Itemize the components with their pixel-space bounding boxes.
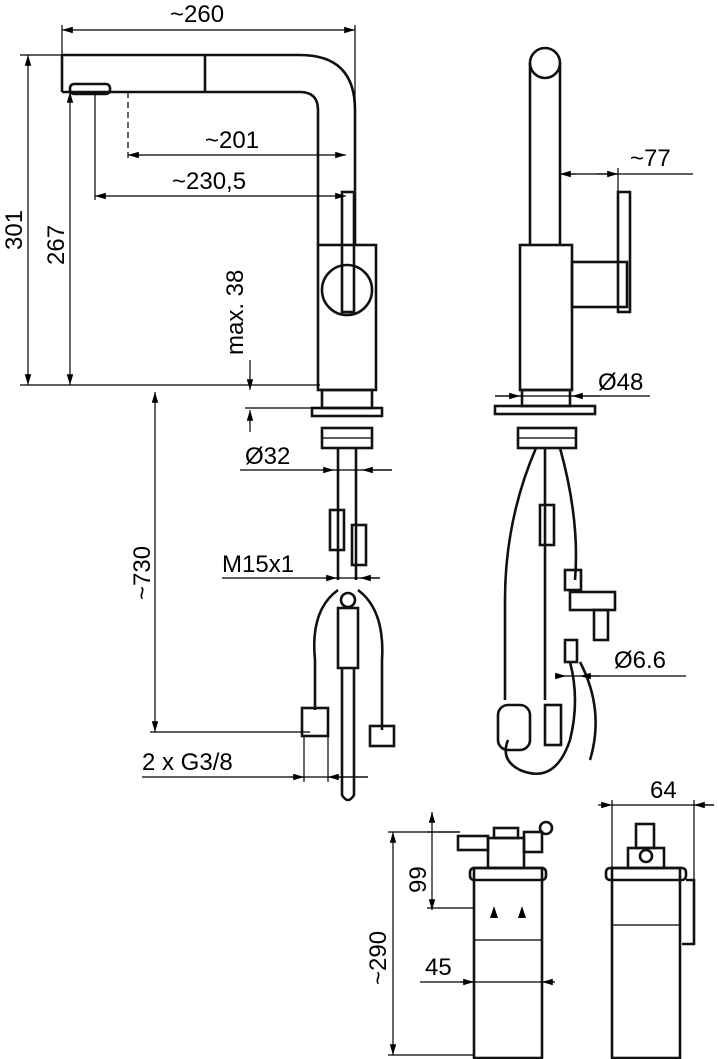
dim-small-pipe: Ø6.6 [614, 647, 666, 674]
dim-base-diameter: Ø48 [598, 369, 643, 396]
dim-aerator-reach: ~230,5 [172, 168, 246, 195]
faucet-side-view [493, 46, 632, 776]
filter-side-dimensions: 64 [598, 777, 714, 880]
dim-spout-height: 267 [43, 225, 70, 265]
dim-hole-diameter: Ø32 [245, 443, 290, 470]
dim-lever-offset: ~77 [630, 145, 671, 172]
front-dimensions: ~260 ~201 ~230,5 301 267 max. 38 Ø32 ~73… [1, 1, 392, 782]
dim-filter-height: ~290 [365, 931, 392, 985]
dim-filter-offset: 45 [425, 954, 452, 981]
dim-thread: M15x1 [222, 551, 294, 578]
dim-spout-reach: ~201 [205, 127, 259, 154]
dim-filter-width: 64 [650, 777, 677, 804]
dim-filter-head: 99 [405, 866, 432, 893]
dim-total-height: 301 [1, 210, 28, 250]
side-dimensions: ~77 Ø48 Ø6.6 [495, 145, 693, 680]
filter-side-view [604, 822, 696, 1059]
dim-hose-length: ~730 [129, 546, 156, 600]
dim-max-deck: max. 38 [222, 270, 249, 355]
filter-front-view [456, 820, 554, 1059]
dim-connections: 2 x G3/8 [142, 749, 233, 776]
faucet-front-view [60, 53, 396, 802]
dim-reach-total: ~260 [170, 1, 224, 28]
filter-front-dimensions: 99 ~290 45 [365, 812, 555, 1056]
